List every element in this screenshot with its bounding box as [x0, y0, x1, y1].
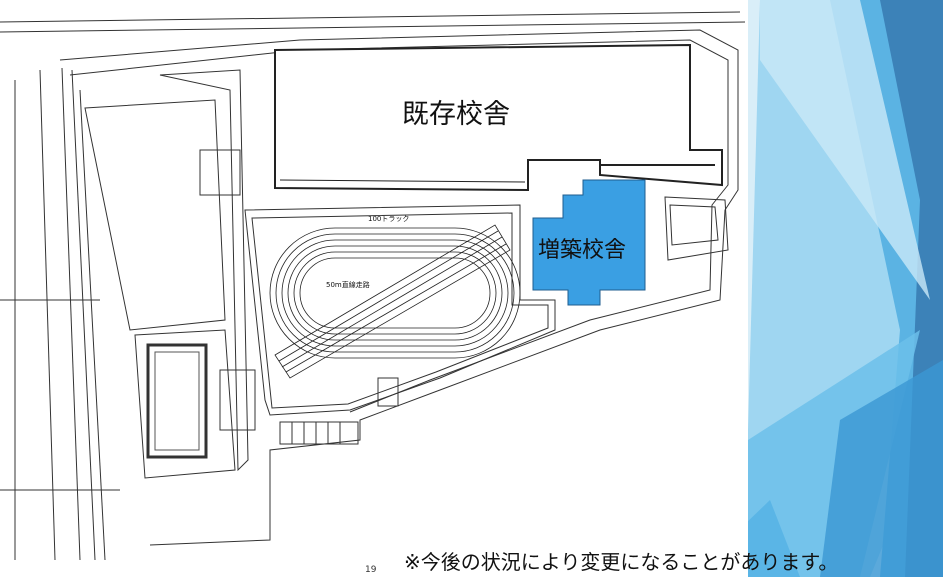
new-building — [532, 179, 646, 306]
track-label: 100トラック — [368, 215, 410, 223]
running-track — [269, 224, 521, 379]
existing-building — [274, 43, 723, 192]
new-building-label: 増築校舎 — [538, 238, 627, 263]
existing-building-label: 既存校舎 — [402, 99, 510, 130]
site-outline — [0, 11, 746, 561]
decorative-triangles — [690, 0, 943, 577]
straight-course-label: 50m直線走路 — [326, 281, 370, 289]
footer-note: ※今後の状況により変更になることがあります。 — [404, 550, 839, 574]
straight-course — [274, 224, 511, 379]
page-number: 19 — [365, 565, 377, 575]
